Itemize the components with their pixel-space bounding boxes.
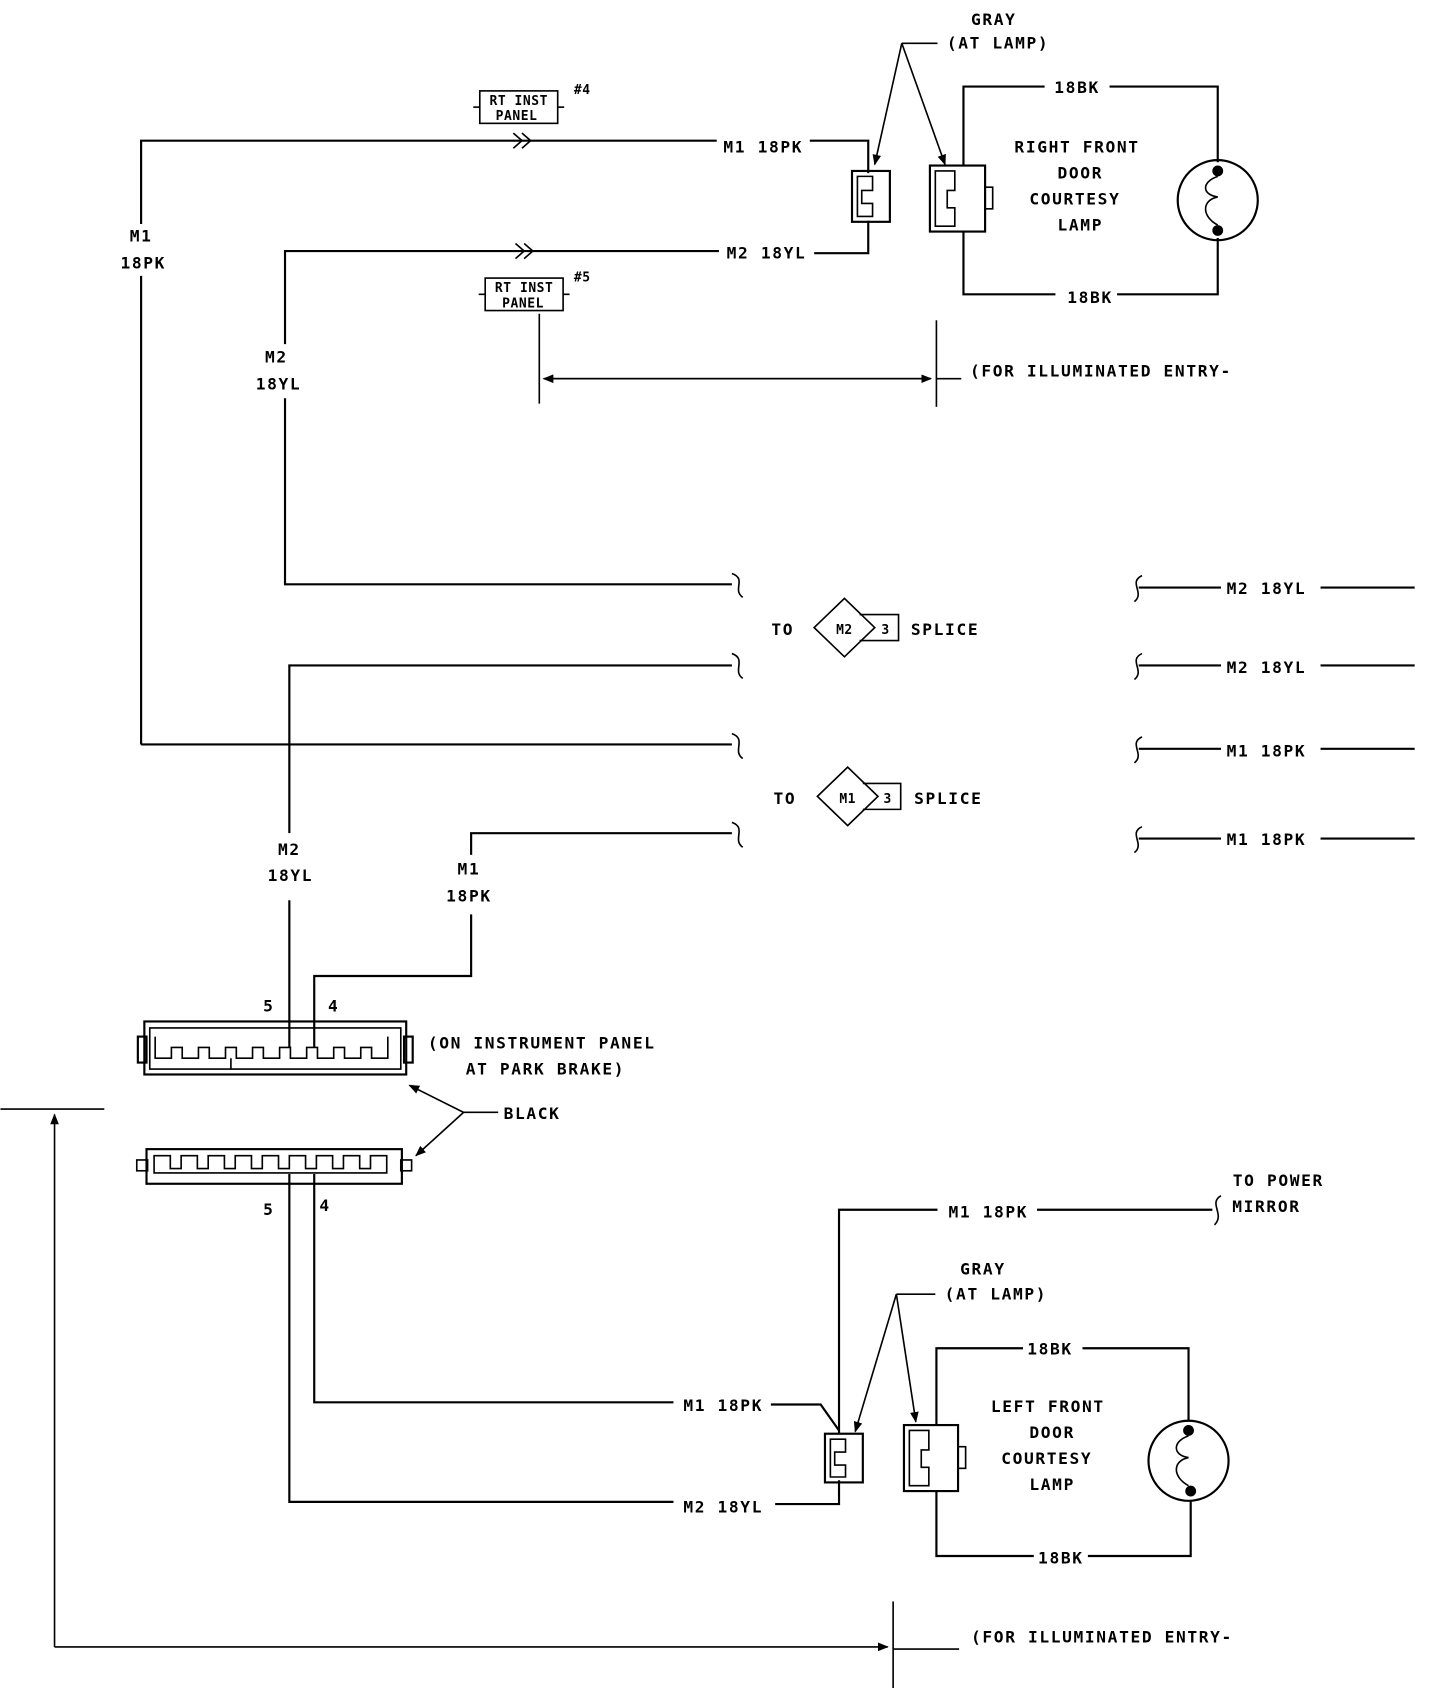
pin-label: 5 <box>263 997 274 1016</box>
lamp-title: RIGHT FRONT <box>1014 138 1139 157</box>
lamp-title: COURTESY <box>1029 190 1120 209</box>
wire-label: M1 18PK <box>723 138 803 157</box>
connector-pair-top <box>850 164 994 233</box>
wire-m1-bottom: M1 18PK <box>313 1174 840 1432</box>
illuminated-entry-bracket-top: (FOR ILLUMINATED ENTRY- <box>538 313 1232 407</box>
splice-m2: TO M2 3 SPLICE <box>771 597 979 658</box>
panel-label: PANEL <box>496 109 538 124</box>
destination-label: MIRROR <box>1232 1197 1300 1216</box>
wire-label: 18PK <box>120 253 166 272</box>
connector-location-label: (AT LAMP) <box>945 1285 1048 1304</box>
lamp-title: COURTESY <box>1001 1449 1092 1468</box>
wire-label: 18BK <box>1067 288 1113 307</box>
connector-cavities-icon <box>154 1036 389 1060</box>
wire-label: M2 18YL <box>727 244 807 263</box>
pin-label: 4 <box>319 1196 330 1215</box>
gray-connector-callout-top: GRAY (AT LAMP) <box>872 10 1050 166</box>
to-label: TO <box>771 620 794 639</box>
lamp-title: LAMP <box>1029 1475 1075 1494</box>
splice-label: SPLICE <box>914 789 982 808</box>
inline-connector-icon <box>512 132 532 149</box>
illuminated-entry-bracket-bottom: (FOR ILLUMINATED ENTRY- <box>0 1108 1233 1688</box>
wire-label: M2 18YL <box>1227 579 1307 598</box>
connector-terminal-icon <box>829 1438 847 1478</box>
splice-diamond-icon <box>812 597 876 658</box>
pin-label: #4 <box>574 83 591 98</box>
wire-m2-bottom: M2 18YL <box>288 1174 841 1517</box>
lamp-bulb-icon <box>1176 159 1259 242</box>
instrument-panel-connector-lower: 5 4 <box>135 1148 413 1219</box>
wire-m2-top: M2 18YL M2 18YL <box>256 220 870 586</box>
wire-breaks-left <box>731 572 744 848</box>
arrow-icon <box>901 43 946 166</box>
left-front-door-courtesy-lamp: 18BK 18BK LEFT FRONT DOOR COURTESY LAMP <box>935 1340 1230 1568</box>
panel-label: PANEL <box>502 296 544 311</box>
location-note: AT PARK BRAKE) <box>466 1059 625 1078</box>
wire-power-mirror: M1 18PK TO POWER MIRROR <box>837 1171 1324 1434</box>
wire-label: 18YL <box>268 866 314 885</box>
rt-inst-panel-box-5: RT INST PANEL #5 <box>478 270 591 312</box>
pin-label: 4 <box>328 997 339 1016</box>
inline-connector-icon <box>514 242 535 260</box>
wire-label: 18BK <box>1038 1549 1084 1568</box>
wire-label: 18BK <box>1027 1340 1073 1359</box>
pin-label: #5 <box>574 270 591 285</box>
wires-right-of-splice: M2 18YL M2 18YL M1 18PK M1 18PK <box>1133 574 1415 854</box>
connector-pair-bottom <box>823 1423 967 1493</box>
wire-label: M1 <box>130 226 153 245</box>
wire-m2-middle: M2 18YL <box>268 664 732 1048</box>
wire-label: M2 18YL <box>683 1498 763 1517</box>
right-front-door-courtesy-lamp: 18BK 18BK RIGHT FRONT DOOR COURTESY LAMP <box>962 78 1259 307</box>
splice-diamond-icon <box>816 766 880 827</box>
wire-label: M2 <box>278 840 301 859</box>
pin-label: 5 <box>263 1200 274 1219</box>
connector-cavities-icon <box>153 1154 388 1174</box>
splice-number: 3 <box>884 792 892 807</box>
location-note: (ON INSTRUMENT PANEL <box>428 1034 656 1053</box>
splice-label: SPLICE <box>911 620 979 639</box>
wire-m1-top: M1 18PK M1 18PK <box>120 132 870 746</box>
splice-circuit: M1 <box>839 792 856 807</box>
lamp-title: DOOR <box>1029 1423 1075 1442</box>
panel-label: RT INST <box>490 94 548 109</box>
gray-connector-callout-bottom: GRAY (AT LAMP) <box>853 1260 1048 1433</box>
splice-m1: TO M1 3 SPLICE <box>774 766 982 827</box>
wire-label: M2 18YL <box>1227 658 1307 677</box>
splice-number: 3 <box>881 623 889 638</box>
wire-label: M1 18PK <box>1227 741 1307 760</box>
lamp-title: DOOR <box>1058 164 1104 183</box>
connector-color-label: BLACK <box>504 1104 561 1123</box>
wire-label: 18PK <box>446 886 492 905</box>
instrument-panel-connector-upper: 5 4 (ON INSTRUMENT PANEL AT PARK BRAKE) <box>136 997 656 1078</box>
wire-label: M1 <box>458 859 481 878</box>
illuminated-entry-note: (FOR ILLUMINATED ENTRY- <box>971 1628 1233 1647</box>
connector-color-label: GRAY <box>971 10 1017 29</box>
lamp-bulb-icon <box>1147 1419 1230 1502</box>
lamp-title: LEFT FRONT <box>991 1397 1105 1416</box>
wire-m1-middle: M1 18PK <box>313 832 732 1048</box>
panel-label: RT INST <box>495 281 553 296</box>
connector-color-label: GRAY <box>960 1260 1006 1279</box>
connector-terminal-icon <box>908 1429 930 1487</box>
arrow-icon <box>872 43 903 166</box>
connector-terminal-icon <box>934 170 956 227</box>
wire-label: M1 18PK <box>1227 830 1307 849</box>
wire-label: 18YL <box>256 375 302 394</box>
wire-label: 18BK <box>1054 78 1100 97</box>
black-connector-callout: BLACK <box>408 1084 561 1157</box>
destination-label: TO POWER <box>1233 1171 1324 1190</box>
wire-label: M2 <box>265 347 288 366</box>
splice-circuit: M2 <box>836 623 853 638</box>
connector-location-label: (AT LAMP) <box>947 34 1050 53</box>
wire-label: M1 18PK <box>683 1396 763 1415</box>
connector-terminal-icon <box>856 175 874 218</box>
wire-label: M1 18PK <box>948 1202 1028 1221</box>
rt-inst-panel-box-4: RT INST PANEL #4 <box>473 83 591 125</box>
to-label: TO <box>774 789 797 808</box>
lamp-title: LAMP <box>1058 215 1104 234</box>
illuminated-entry-note: (FOR ILLUMINATED ENTRY- <box>970 362 1232 381</box>
